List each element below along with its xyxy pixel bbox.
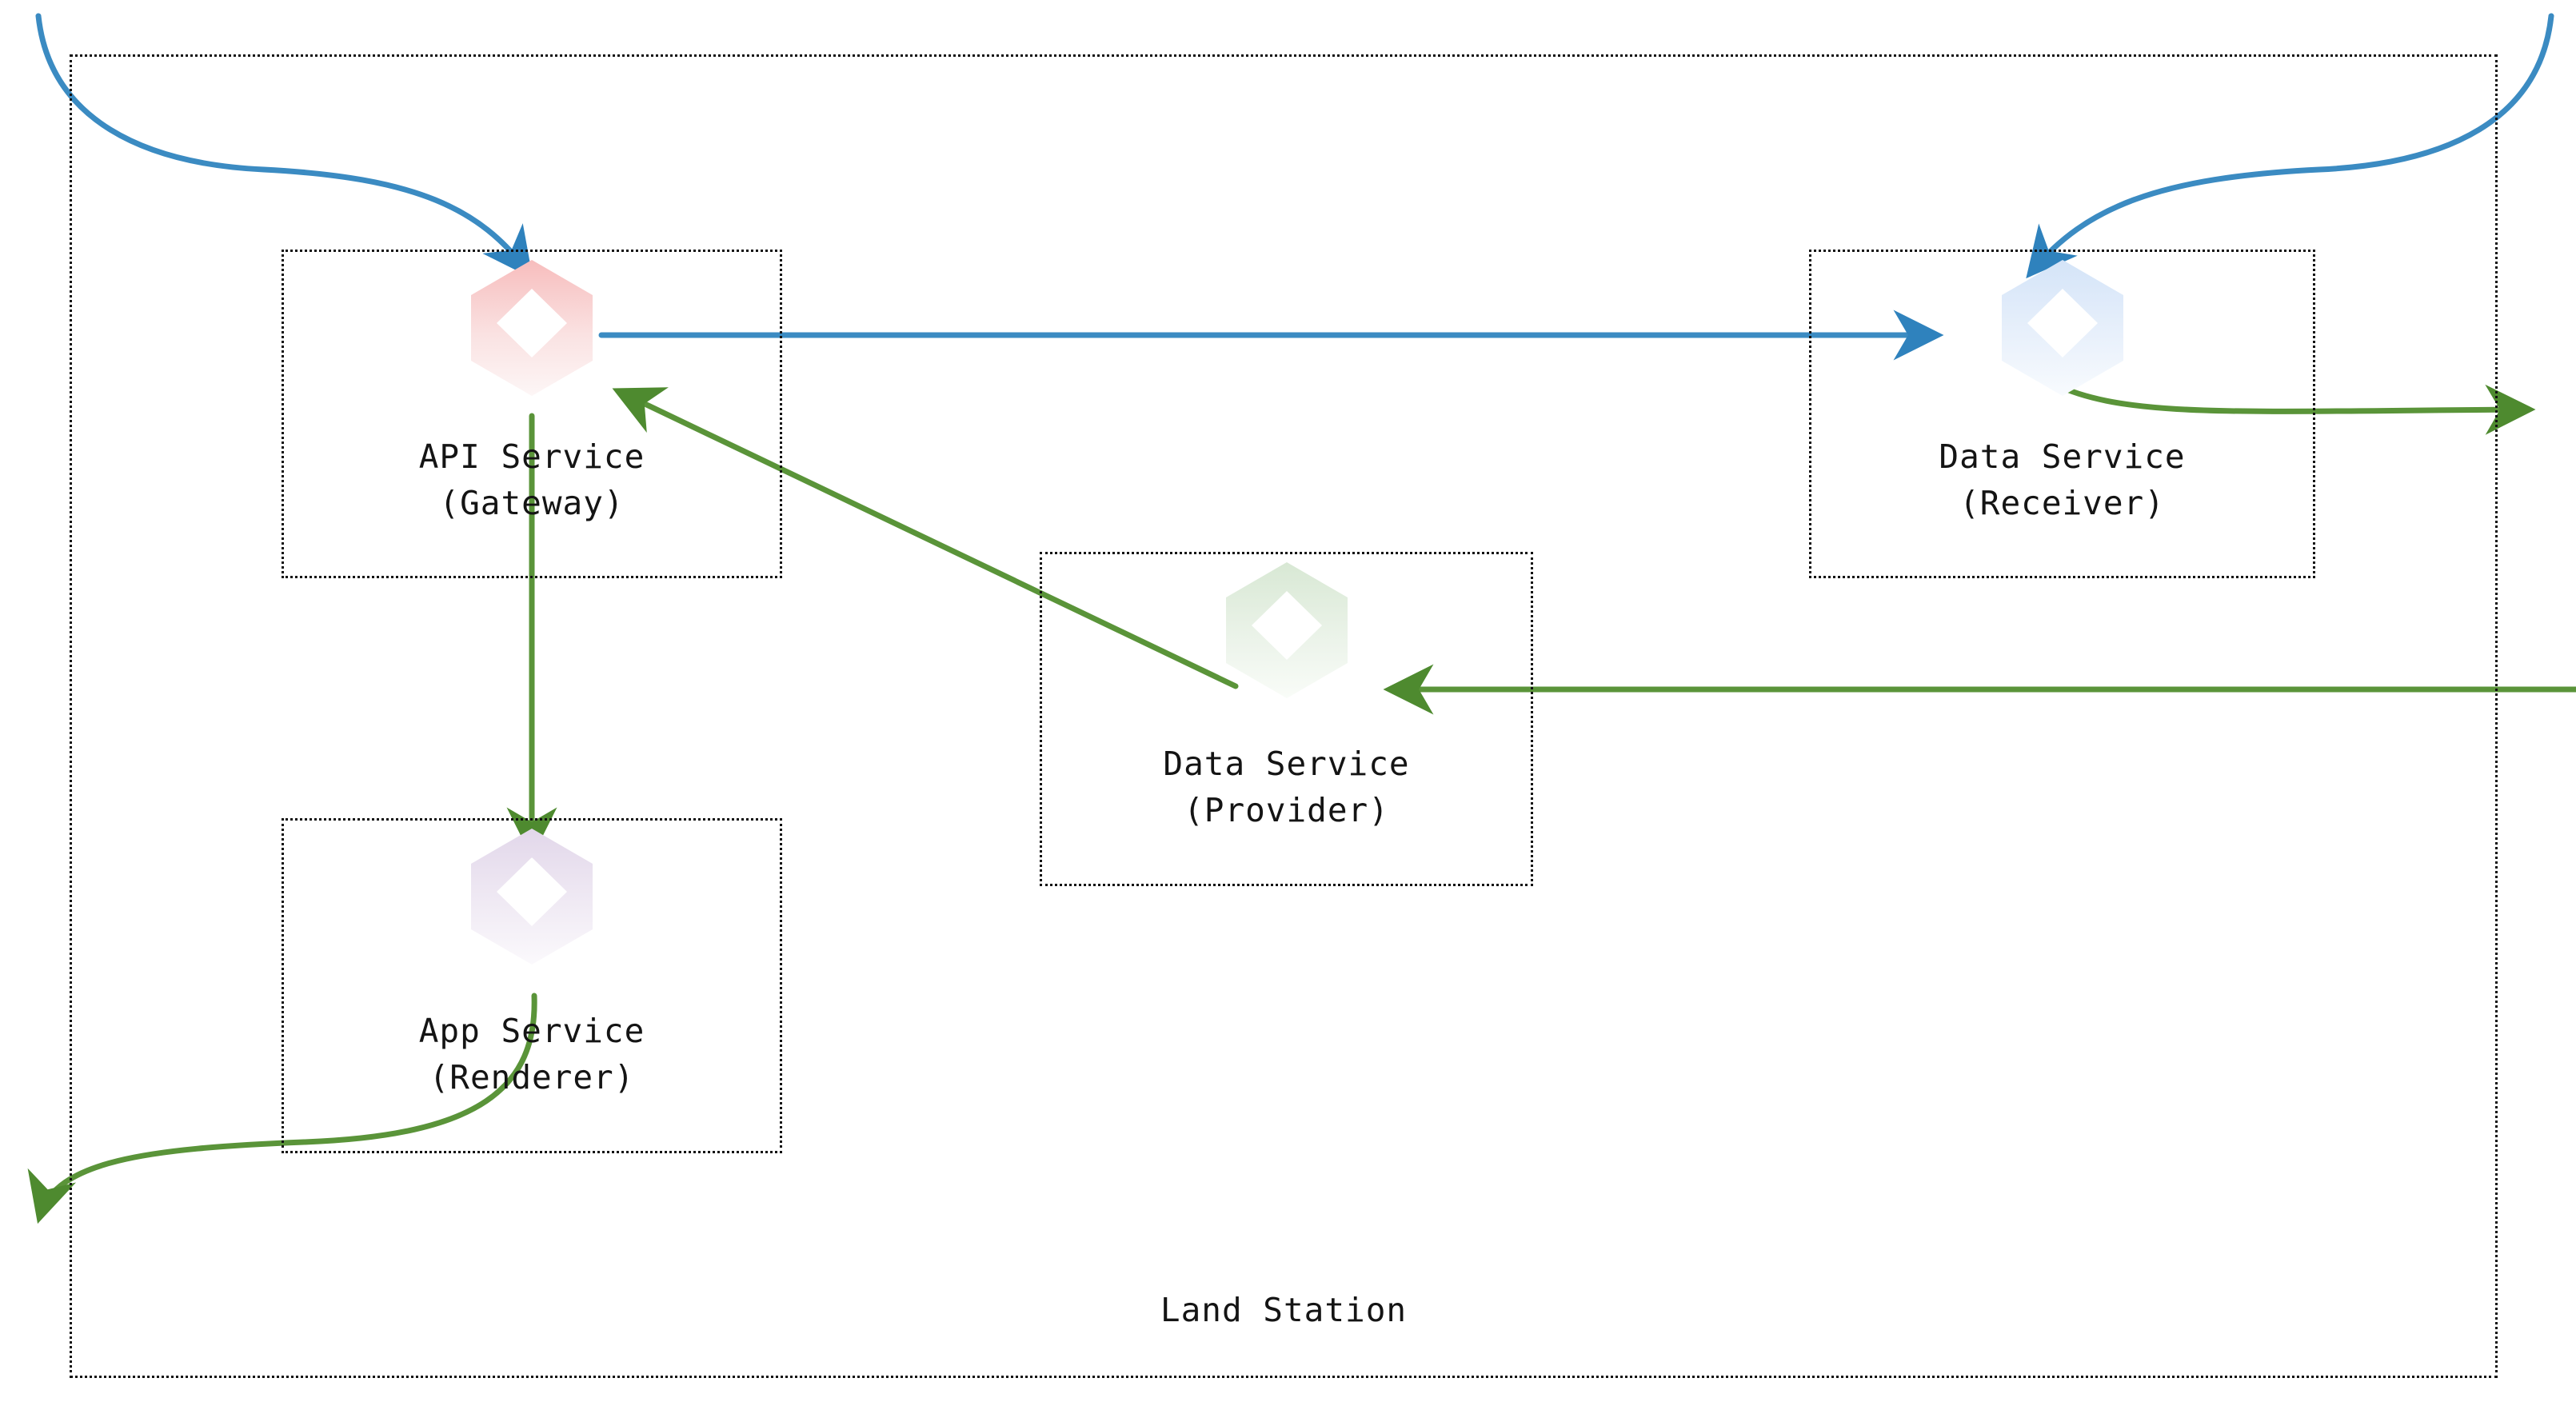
node-data-service-provider[interactable]: Data Service (Provider) xyxy=(1040,552,1533,886)
connector-external-right-to-receiver xyxy=(2026,13,2554,279)
node-label-line1: API Service xyxy=(418,437,645,476)
node-label-data-service-receiver: Data Service (Receiver) xyxy=(1811,441,2313,520)
node-label-line2: (Receiver) xyxy=(1959,484,2165,522)
node-label-line2: (Gateway) xyxy=(439,484,625,522)
node-api-service-gateway[interactable]: API Service (Gateway) xyxy=(282,250,782,578)
node-label-line1: Data Service xyxy=(1163,745,1410,783)
land-station-boundary: Land Station xyxy=(70,54,2498,1378)
hexagon-icon xyxy=(469,258,594,401)
node-label-line2: (Renderer) xyxy=(429,1058,635,1096)
node-app-service-renderer[interactable]: App Service (Renderer) xyxy=(282,818,782,1153)
node-data-service-receiver[interactable]: Data Service (Receiver) xyxy=(1809,250,2315,578)
node-label-line1: Data Service xyxy=(1939,437,2186,476)
land-station-label: Land Station xyxy=(1160,1291,1408,1329)
connector-renderer-to-external-left xyxy=(27,993,537,1224)
hexagon-icon xyxy=(1224,561,1349,703)
hexagon-icon xyxy=(469,827,594,969)
node-label-app-service-renderer: App Service (Renderer) xyxy=(284,1015,780,1094)
hexagon-icon xyxy=(2000,258,2125,401)
node-label-line2: (Provider) xyxy=(1184,791,1389,829)
node-label-api-service-gateway: API Service (Gateway) xyxy=(284,441,780,520)
node-label-data-service-provider: Data Service (Provider) xyxy=(1042,748,1531,827)
node-label-line1: App Service xyxy=(418,1012,645,1050)
connector-provider-to-api xyxy=(612,387,1239,689)
connector-receiver-to-external-right xyxy=(2051,381,2536,435)
